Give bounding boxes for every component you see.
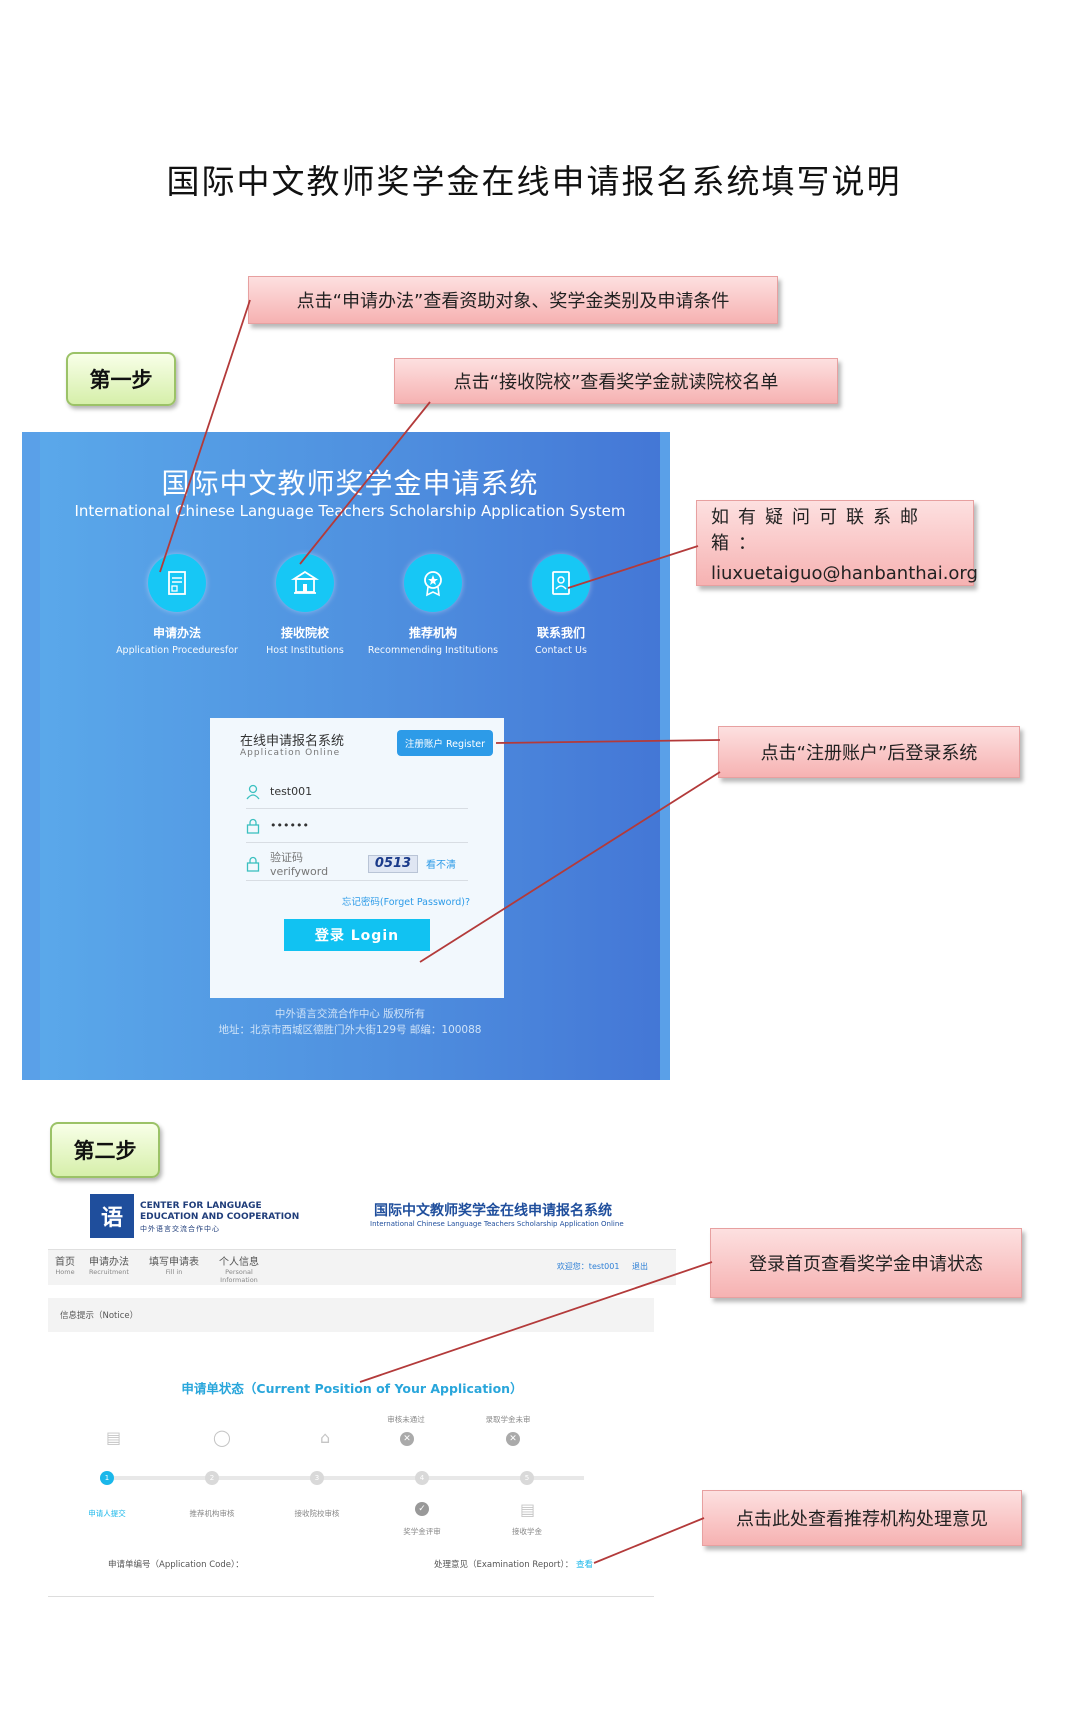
contact-card-icon (532, 554, 590, 612)
nav-recruitment[interactable]: 申请办法 Recruitment (84, 1253, 134, 1276)
logout-link[interactable]: 退出 (632, 1262, 648, 1271)
menu-recommending-institutions-en: Recommending Institutions (367, 645, 499, 656)
nav-personal-cn: 个人信息 (219, 1257, 259, 1268)
menu-host-institutions-label: 接收院校 (280, 626, 329, 640)
progress-track (114, 1476, 584, 1480)
stage-node-4: 4 (415, 1471, 429, 1485)
user-welcome: 欢迎您：test001 退出 (557, 1261, 648, 1272)
callout-contact-email: 如有疑问可联系邮箱： liuxuetaiguo@hanbanthai.org (696, 500, 978, 586)
captcha-refresh-link[interactable]: 看不清 (426, 860, 456, 871)
shield-lock-icon (246, 856, 260, 872)
application-status-title: 申请单状态（Current Position of Your Applicati… (181, 1381, 523, 1396)
home-system-title: 国际中文教师奖学金在线申请报名系统 (374, 1203, 612, 1219)
stage-school-icon: ⌂ (320, 1428, 331, 1447)
stage-node-3: 3 (310, 1471, 324, 1485)
nav-fill-in-en: Fill in (165, 1268, 183, 1276)
stage-lightbulb-icon: ◯ (213, 1428, 231, 1447)
stage-pending-icon: ✕ (506, 1432, 520, 1446)
application-code-label: 申请单编号（Application Code）： (108, 1560, 244, 1570)
callout-host-institutions: 点击“接收院校”查看奖学金就读院校名单 (394, 358, 838, 404)
login-page-screenshot: 国际中文教师奖学金申请系统 International Chinese Lang… (22, 432, 670, 1080)
forget-password-link[interactable]: 忘记密码(Forget Password)? (341, 897, 470, 908)
nav-home-en: Home (55, 1268, 75, 1276)
username-value: test001 (270, 785, 313, 798)
step2-badge: 第二步 (50, 1122, 160, 1178)
home-nav-bar: 首页 Home 申请办法 Recruitment 填写申请表 Fill in 个… (48, 1249, 676, 1285)
org-name-line2: EDUCATION AND COOPERATION (140, 1212, 300, 1222)
notice-bar: 信息提示（Notice） (48, 1298, 654, 1332)
username-field[interactable]: test001 (246, 775, 468, 809)
nav-personal-information[interactable]: 个人信息 Personal Information (206, 1253, 272, 1284)
document-icon (148, 554, 206, 612)
examination-report-link[interactable]: 查看 (575, 1560, 593, 1570)
login-box-subtitle: Application Online (240, 748, 341, 758)
nav-recruitment-cn: 申请办法 (89, 1257, 129, 1268)
stage-label-5: 接收学金 (512, 1527, 542, 1536)
stage-top-label-pending: 录取学金未审 (485, 1415, 531, 1424)
menu-contact-us-en: Contact Us (535, 645, 587, 656)
stage-label-3: 接收院校审核 (294, 1509, 340, 1518)
login-button[interactable]: 登录 Login (284, 919, 430, 951)
login-box-title: 在线申请报名系统 (240, 734, 345, 749)
school-icon (276, 554, 334, 612)
org-name-line1: CENTER FOR LANGUAGE (140, 1201, 262, 1211)
callout-register: 点击“注册账户”后登录系统 (718, 726, 1020, 778)
captcha-placeholder: 验证码 verifyword (270, 851, 329, 878)
nav-fill-in-cn: 填写申请表 (149, 1257, 199, 1268)
stage-check-icon: ✓ (415, 1502, 429, 1516)
divider (48, 1596, 654, 1597)
menu-host-institutions-en: Host Institutions (266, 645, 344, 656)
stage-rejected-icon: ✕ (400, 1432, 414, 1446)
home-system-subtitle: International Chinese Language Teachers … (370, 1220, 624, 1228)
stage-label-1: 申请人提交 (88, 1509, 126, 1518)
nav-personal-en: Personal Information (220, 1268, 258, 1284)
user-welcome-text: 欢迎您：test001 (556, 1262, 620, 1271)
captcha-field[interactable]: 验证码 verifyword 0513 看不清 (246, 847, 468, 881)
home-page-screenshot: 语 CENTER FOR LANGUAGE EDUCATION AND COOP… (48, 1186, 676, 1606)
menu-apply-method-en: Application Proceduresfor (116, 645, 238, 656)
examination-report: 处理意见（Examination Report）： 查看 (434, 1558, 593, 1570)
award-badge-icon (404, 554, 462, 612)
step1-badge: 第一步 (66, 352, 176, 406)
stage-node-1: 1 (100, 1471, 114, 1485)
lock-icon (246, 818, 260, 834)
document-title: 国际中文教师奖学金在线申请报名系统填写说明 (166, 162, 902, 201)
password-field[interactable]: •••••• (246, 809, 468, 843)
menu-contact-us[interactable]: 联系我们 Contact Us (486, 554, 636, 656)
stage-label-2: 推荐机构审核 (189, 1509, 235, 1518)
callout-apply-method: 点击“申请办法”查看资助对象、奖学金类别及申请条件 (248, 276, 778, 324)
contact-email-text: liuxuetaiguo@hanbanthai.org (711, 562, 978, 584)
contact-question-text: 如有疑问可联系邮箱： (711, 506, 927, 554)
login-footer-copyright: 中外语言交流合作中心 版权所有 (274, 1008, 426, 1020)
menu-recommending-institutions[interactable]: 推荐机构 Recommending Institutions (358, 554, 508, 656)
nav-recruitment-en: Recruitment (89, 1268, 129, 1276)
stage-label-4: 奖学金评审 (403, 1527, 441, 1536)
menu-recommending-institutions-label: 推荐机构 (408, 626, 457, 640)
menu-apply-method-label: 申请办法 (152, 626, 201, 640)
login-footer-address: 地址：北京市西城区德胜门外大街129号 邮编：100088 (218, 1024, 482, 1036)
register-button[interactable]: 注册账户 Register (397, 730, 493, 756)
captcha-image: 0513 (368, 854, 418, 873)
stage-top-label-failed: 审核未通过 (387, 1415, 425, 1424)
nav-home-cn: 首页 (55, 1257, 75, 1268)
stage-form-icon: ▤ (106, 1428, 122, 1447)
callout-review-opinion: 点击此处查看推荐机构处理意见 (702, 1490, 1022, 1546)
password-value: •••••• (270, 819, 309, 832)
org-logo: 语 (90, 1194, 134, 1238)
org-name-cn: 中外语言交流合作中心 (140, 1225, 220, 1233)
examination-report-label: 处理意见（Examination Report）： (434, 1560, 574, 1570)
stage-node-5: 5 (520, 1471, 534, 1485)
login-box: 在线申请报名系统 Application Online 注册账户 Registe… (210, 718, 504, 998)
stage-node-2: 2 (205, 1471, 219, 1485)
login-page-subtitle: International Chinese Language Teachers … (74, 502, 626, 520)
nav-home[interactable]: 首页 Home (50, 1253, 80, 1276)
nav-fill-in[interactable]: 填写申请表 Fill in (146, 1253, 202, 1276)
menu-contact-us-label: 联系我们 (536, 626, 585, 640)
user-icon (246, 784, 260, 799)
login-page-title: 国际中文教师奖学金申请系统 (161, 467, 539, 500)
stage-certificate-icon: ▤ (520, 1500, 536, 1519)
callout-home-status: 登录首页查看奖学金申请状态 (710, 1228, 1022, 1298)
